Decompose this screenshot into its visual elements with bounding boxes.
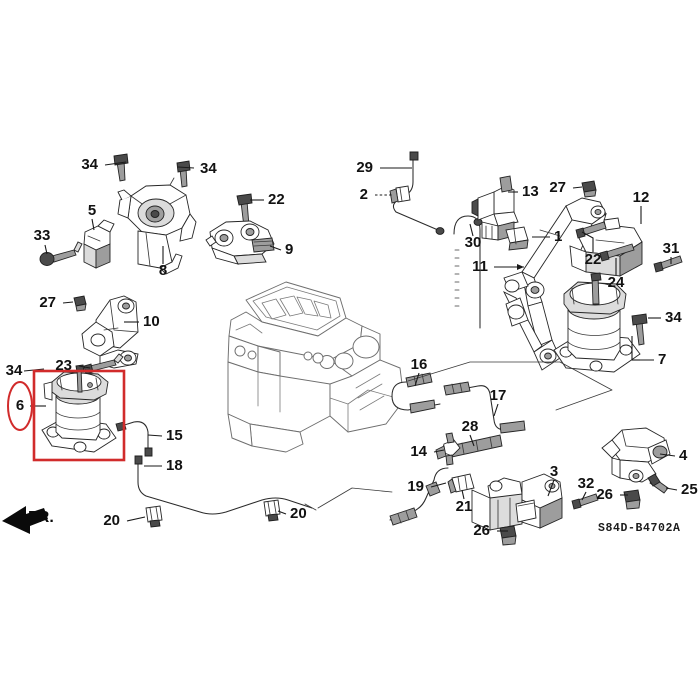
callout-label-26: 26: [596, 486, 613, 503]
highlight-rectangle: [32, 369, 126, 462]
part-2-connector: [389, 185, 411, 204]
part-6-front-engine-mount: [41, 364, 117, 453]
part-18-fuel-line: [134, 455, 317, 515]
part-5-bracket: [83, 219, 115, 269]
callout-label-12: 12: [633, 189, 650, 206]
part-17-hose: [443, 381, 526, 434]
part-27-nut-a: [73, 295, 87, 312]
part-30-hose: [453, 215, 483, 329]
callout-label-4: 4: [679, 447, 688, 464]
part-34-bolt-b: [176, 160, 191, 188]
part-11-engine-bracket: [502, 197, 607, 371]
callout-label-17: 17: [490, 387, 507, 404]
callout-label-34: 34: [81, 156, 98, 173]
callout-label-8: 8: [159, 262, 167, 279]
callout-label-21: 21: [456, 498, 473, 515]
callout-label-34: 34: [665, 309, 682, 326]
part-8-mounting-rubber: [117, 177, 197, 275]
callout-label-29: 29: [356, 159, 373, 176]
callout-label-32: 32: [578, 475, 595, 492]
callout-label-34: 34: [6, 362, 23, 379]
part-7-rear-engine-mount: [553, 272, 641, 373]
callout-label-3: 3: [550, 463, 558, 480]
callout-label-24: 24: [608, 274, 625, 291]
assembly-link-lines: [317, 361, 613, 509]
callout-label-7: 7: [658, 351, 666, 368]
part-1-connector: [505, 226, 529, 251]
callout-label-20: 20: [290, 505, 307, 522]
callout-label-27: 27: [39, 294, 56, 311]
highlight-annotation: [7, 369, 126, 462]
callout-label-2: 2: [360, 186, 368, 203]
part-20-clip-b: [263, 499, 281, 522]
callout-label-26: 26: [473, 522, 490, 539]
callout-label-31: 31: [663, 240, 680, 257]
part-24-bolt: [599, 243, 635, 262]
part-26-nut-b: [623, 489, 641, 510]
fr-arrow-icon: [2, 506, 48, 534]
highlight-ellipse: [7, 381, 33, 431]
callout-label-9: 9: [285, 241, 293, 258]
callout-label-33: 33: [34, 227, 51, 244]
callout-label-19: 19: [407, 478, 424, 495]
part-9-bracket: [205, 220, 275, 265]
callout-label-15: 15: [166, 427, 183, 444]
engine-block-illustration: [227, 281, 405, 453]
front-orientation-marker: FR.: [2, 506, 54, 534]
callout-label-25: 25: [681, 481, 698, 498]
part-21-clip: [447, 473, 475, 494]
callout-label-22: 22: [585, 251, 602, 268]
part-14-joint: [435, 432, 461, 466]
callout-label-27: 27: [549, 179, 566, 196]
callout-label-28: 28: [462, 418, 479, 435]
callout-label-20: 20: [103, 512, 120, 529]
part-26-nut-a: [499, 525, 517, 546]
callout-label-14: 14: [410, 443, 427, 460]
part-25-bolt: [647, 473, 669, 494]
part-16-hose: [391, 372, 441, 414]
callout-label-1: 1: [554, 228, 562, 245]
part-34-bolt-d: [631, 313, 648, 346]
part-4-bracket: [601, 427, 671, 483]
callout-label-6: 6: [16, 397, 24, 414]
callout-label-34: 34: [200, 160, 217, 177]
callout-leader-lines: [23, 161, 678, 532]
callout-label-23: 23: [55, 357, 72, 374]
callout-label-30: 30: [465, 234, 482, 251]
part-code-text: S84D-B4702A: [598, 522, 681, 535]
callout-label-10: 10: [143, 313, 160, 330]
callout-label-16: 16: [411, 356, 428, 373]
callout-label-5: 5: [88, 202, 96, 219]
callout-label-18: 18: [166, 457, 183, 474]
part-20-clip-a: [145, 505, 163, 528]
callout-label-11: 11: [472, 258, 488, 275]
part-3-mount-assembly: [471, 473, 563, 531]
part-32-bolt: [571, 493, 599, 510]
callout-label-13: 13: [522, 183, 539, 200]
part-23-bolt: [83, 353, 124, 375]
part-27-nut-b: [581, 180, 597, 198]
fr-label: FR.: [28, 509, 54, 526]
callout-label-22: 22: [268, 191, 285, 208]
